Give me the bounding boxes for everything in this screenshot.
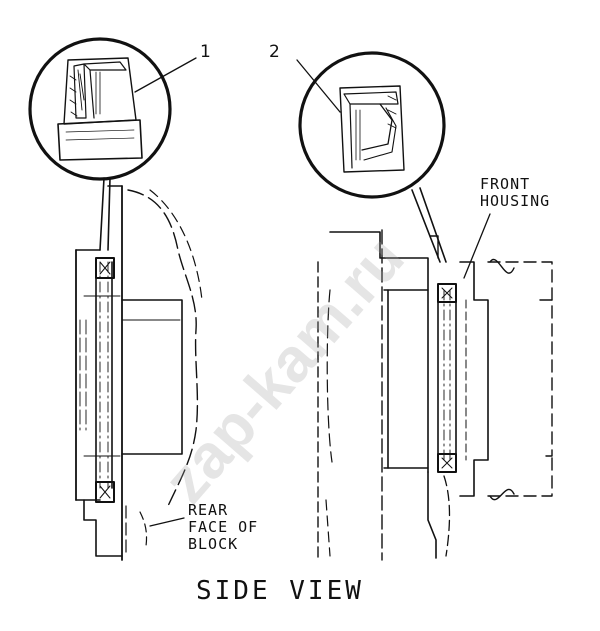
front-housing-label: FRONT HOUSING	[480, 175, 551, 210]
left-assembly	[75, 185, 203, 561]
right-assembly	[317, 213, 553, 561]
view-title: SIDE VIEW	[196, 576, 364, 606]
callout-1-label: 1	[200, 42, 211, 62]
detail-circle-1	[28, 37, 197, 251]
detail-circle-2	[296, 51, 447, 263]
callout-2-label: 2	[269, 42, 280, 62]
rear-face-of-block-label: REAR FACE OF BLOCK	[188, 501, 259, 553]
